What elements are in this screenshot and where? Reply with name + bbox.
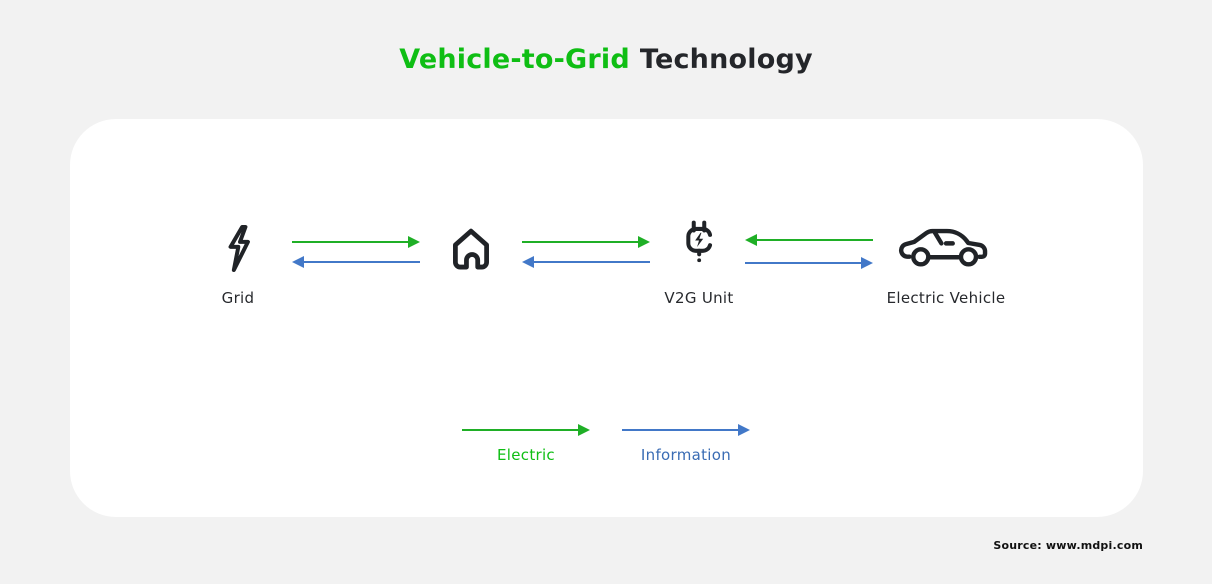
electric-flow-arrow-home-to-v2g <box>522 236 650 248</box>
legend-item-electric: Electric <box>462 424 590 464</box>
arrowhead-icon <box>408 236 420 248</box>
node-grid-label: Grid <box>221 289 255 307</box>
arrow-shaft <box>756 239 873 241</box>
arrow-shaft <box>622 429 739 431</box>
legend-electric-label: Electric <box>497 446 555 464</box>
node-ev-label: Electric Vehicle <box>886 289 1006 307</box>
arrowhead-icon <box>292 256 304 268</box>
node-v2g: V2G Unit <box>599 213 799 307</box>
node-home <box>371 213 571 307</box>
arrow-shaft <box>292 241 409 243</box>
electric-flow-arrow-grid-to-home <box>292 236 420 248</box>
legend-information-label: Information <box>640 446 732 464</box>
car-icon <box>896 213 996 283</box>
arrow-shaft <box>522 241 639 243</box>
title-highlight: Vehicle-to-Grid <box>399 44 630 75</box>
information-flow-arrow-v2g-to-ev <box>745 257 873 269</box>
information-flow-arrow-v2g-to-home <box>522 256 650 268</box>
node-v2g-label: V2G Unit <box>664 289 734 307</box>
arrowhead-icon <box>522 256 534 268</box>
arrowhead-icon <box>738 424 750 436</box>
title-rest: Technology <box>639 44 813 75</box>
electric-flow-arrow-ev-to-v2g <box>745 234 873 246</box>
source-note: Source: www.mdpi.com <box>993 539 1143 552</box>
arrowhead-icon <box>638 236 650 248</box>
house-icon <box>445 213 497 283</box>
page-title: Vehicle-to-Grid Technology <box>0 44 1212 75</box>
arrow-shaft <box>533 261 650 263</box>
legend-information-arrow <box>622 424 750 436</box>
arrow-shaft <box>745 262 862 264</box>
arrow-shaft <box>303 261 420 263</box>
legend-item-information: Information <box>622 424 750 464</box>
legend-electric-arrow <box>462 424 590 436</box>
arrow-shaft <box>462 429 579 431</box>
charging-plug-icon <box>678 213 720 283</box>
node-grid: Grid <box>138 213 338 307</box>
node-ev: Electric Vehicle <box>846 213 1046 307</box>
arrowhead-icon <box>745 234 757 246</box>
arrowhead-icon <box>578 424 590 436</box>
diagram-card: Grid V2G Unit <box>70 119 1143 517</box>
information-flow-arrow-home-to-grid <box>292 256 420 268</box>
lightning-bolt-icon <box>218 213 258 283</box>
arrowhead-icon <box>861 257 873 269</box>
